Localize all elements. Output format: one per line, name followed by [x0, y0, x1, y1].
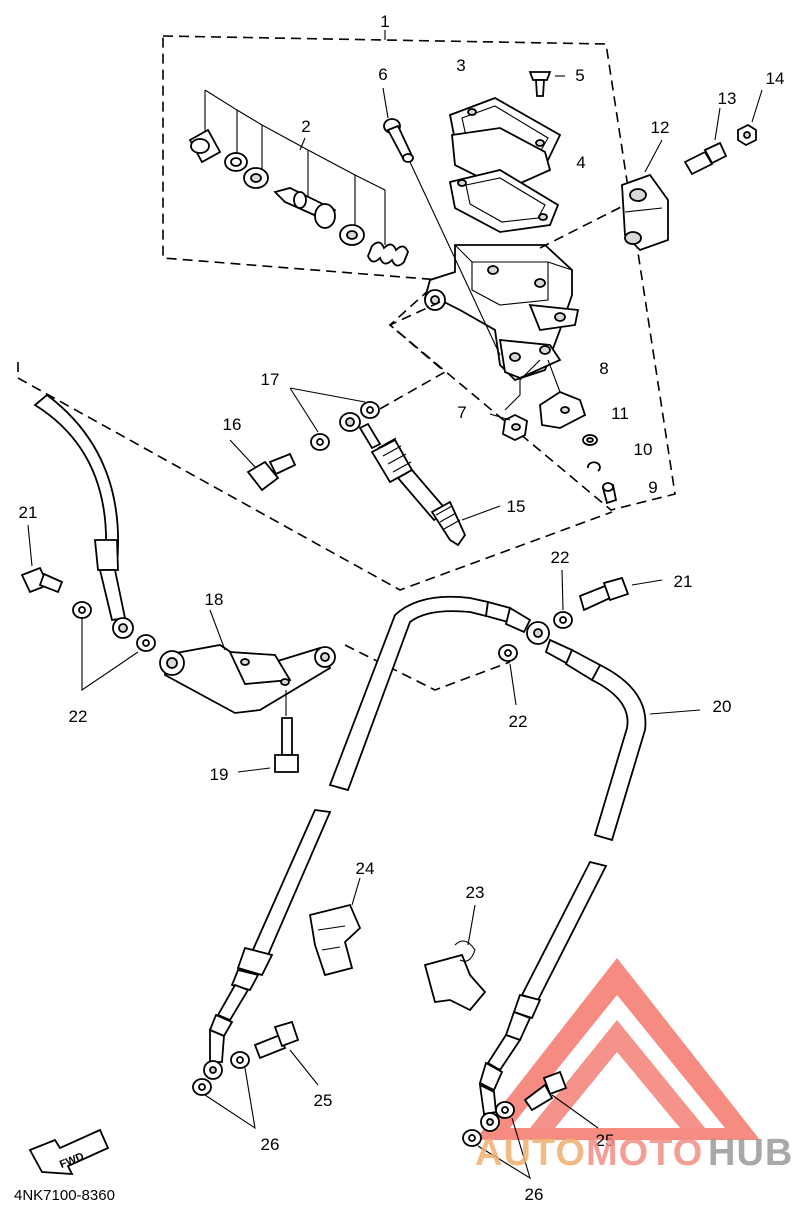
hose-20	[328, 595, 701, 842]
callout-labels: 1 2 3 4 5 6 7 8 9 10 11 12 13 14 15 16 1…	[19, 12, 785, 1204]
label-19: 19	[210, 765, 229, 784]
label-14: 14	[766, 69, 785, 88]
diaphragm	[448, 169, 560, 233]
bolt-25-left	[253, 1020, 319, 1086]
label-22-left: 22	[69, 707, 88, 726]
label-15: 15	[507, 497, 526, 516]
label-6: 6	[378, 65, 387, 84]
clamp-12	[621, 139, 669, 252]
label-22-lower-right: 22	[509, 712, 528, 731]
bleeder-6	[382, 87, 501, 356]
label-16: 16	[223, 415, 242, 434]
bolt-21-left	[20, 524, 64, 594]
clip-23	[423, 904, 487, 1012]
label-18: 18	[205, 590, 224, 609]
label-17: 17	[261, 370, 280, 389]
watermark-logo	[475, 958, 760, 1140]
label-26-left: 26	[261, 1135, 280, 1154]
washers-22	[72, 569, 573, 706]
piston-kit	[188, 89, 409, 267]
watermark-auto: AUTO	[475, 1132, 586, 1174]
label-23: 23	[466, 883, 485, 902]
lever-parts	[489, 359, 618, 505]
hose-left-lower	[203, 809, 332, 1080]
label-13: 13	[718, 89, 737, 108]
label-21-left: 21	[19, 503, 38, 522]
hose-right-lower	[478, 860, 608, 1132]
watermark-moto: MOTO	[586, 1132, 703, 1174]
label-26-right: 26	[525, 1185, 544, 1204]
label-2: 2	[301, 117, 310, 136]
label-22-upper-right: 22	[551, 548, 570, 567]
nut-14	[737, 89, 763, 147]
bolt-21-right	[578, 576, 663, 612]
reservoir-cap	[448, 97, 562, 191]
watermark-text: AUTO MOTO HUB	[475, 1132, 793, 1174]
label-8: 8	[599, 359, 608, 378]
watermark-hub: HUB	[708, 1132, 793, 1174]
label-1: 1	[380, 12, 389, 31]
label-20: 20	[713, 697, 732, 716]
label-7: 7	[457, 403, 466, 422]
label-3: 3	[456, 56, 465, 75]
joint-18	[159, 609, 511, 714]
label-5: 5	[575, 66, 584, 85]
master-cylinder-body	[423, 244, 580, 382]
bolt-16	[229, 439, 297, 492]
label-11: 11	[611, 404, 629, 423]
fwd-arrow-icon: FWD	[28, 1128, 110, 1176]
label-25-left: 25	[314, 1091, 333, 1110]
label-24: 24	[356, 859, 375, 878]
washers-17	[289, 387, 380, 451]
part-code: 4NK7100-8360	[14, 1187, 115, 1204]
screw-5	[528, 71, 565, 97]
washers-26	[192, 1051, 531, 1180]
bolt-13	[683, 107, 728, 176]
label-21-right: 21	[674, 572, 693, 591]
label-9: 9	[648, 478, 657, 497]
hose-left-upper	[33, 393, 134, 639]
bolt-25-right	[523, 1070, 599, 1129]
hose-15	[339, 412, 501, 547]
label-4: 4	[576, 153, 585, 172]
bolt-19	[237, 690, 299, 773]
clip-24	[308, 877, 362, 977]
label-12: 12	[651, 118, 670, 137]
label-25-right: 25	[596, 1131, 615, 1150]
assembly-boundary	[162, 35, 676, 511]
label-10: 10	[634, 440, 653, 459]
